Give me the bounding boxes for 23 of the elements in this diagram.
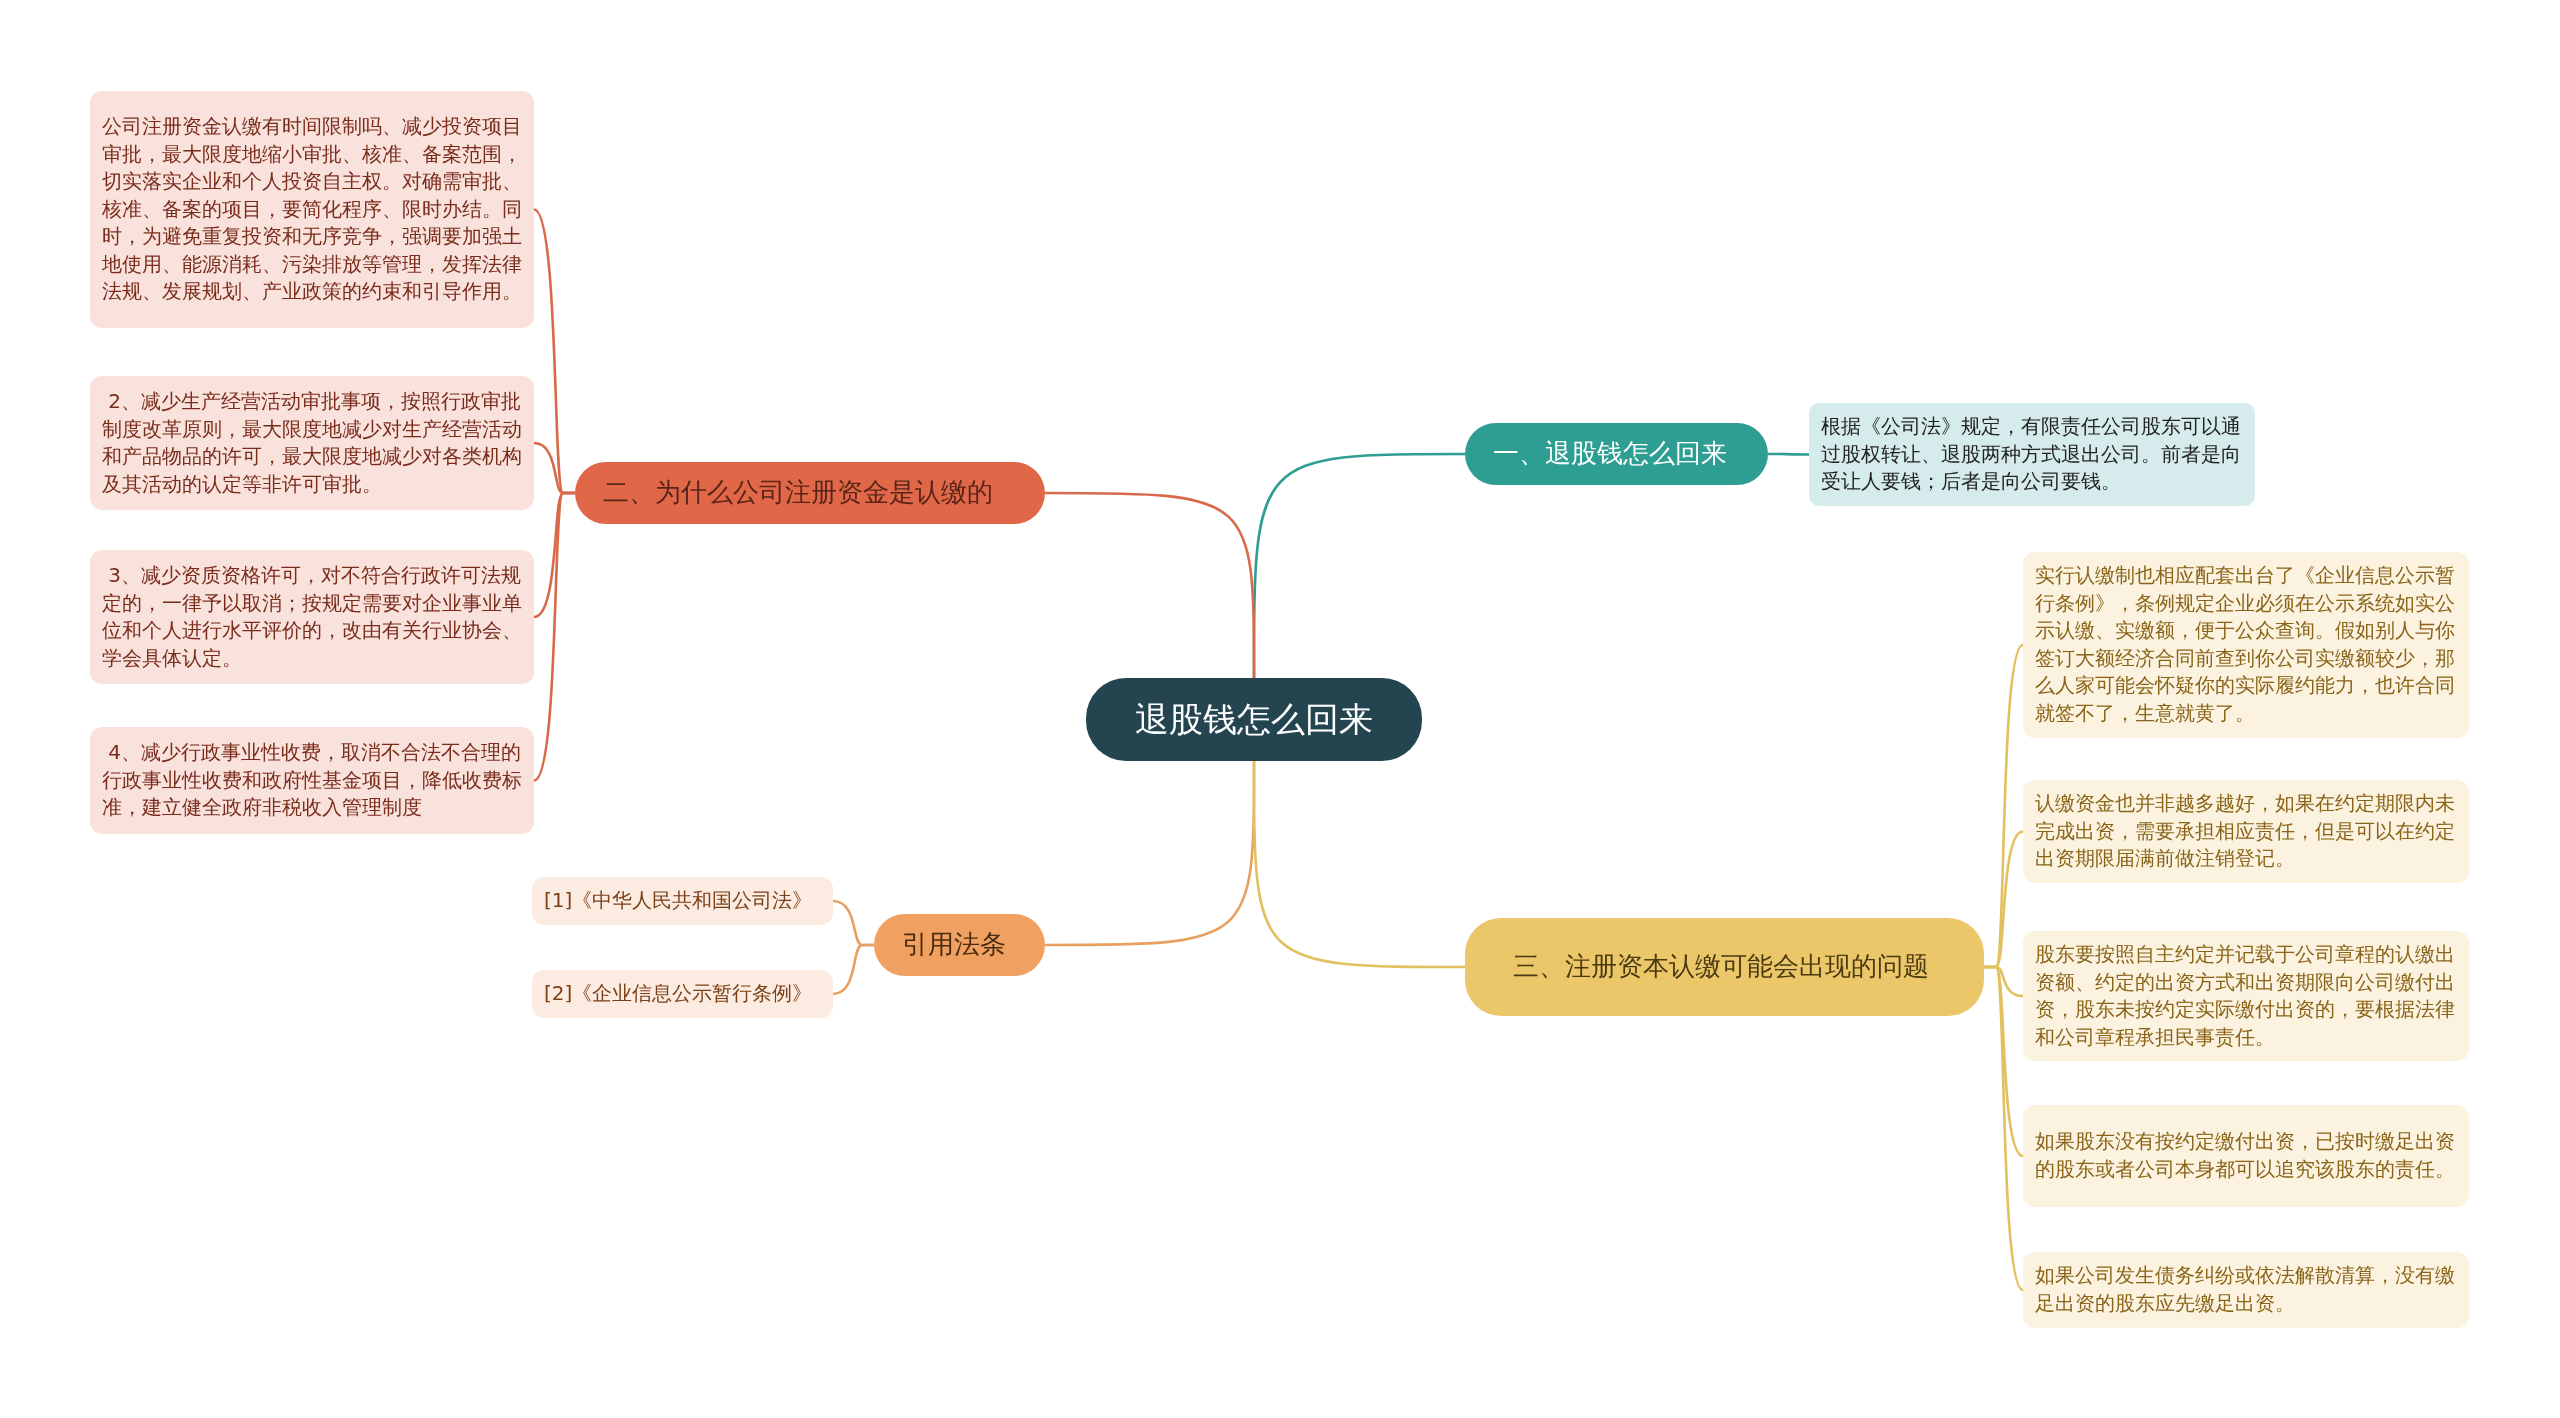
leaf-note: 认缴资金也并非越多越好，如果在约定期限内未完成出资，需要承担相应责任，但是可以在约定出资期限届满前做注销登记。 [2023,780,2469,883]
branch-topic: 三、注册资本认缴可能会出现的问题 [1465,918,1984,1016]
connector-line [1252,761,1465,969]
branch-topic: 引用法条 [874,914,1045,976]
branch-topic: 一、退股钱怎么回来 [1465,423,1768,485]
leaf-note: [2]《企业信息公示暂行条例》 [532,970,833,1018]
connector-line [832,943,874,996]
central-topic: 退股钱怎么回来 [1086,678,1422,761]
leaf-note: 公司注册资金认缴有时间限制吗、减少投资项目审批，最大限度地缩小审批、核准、备案范围，切实落实企业和个人投资自主权。对确需审批、核准、备案的项目，要简化程序、限时办结。同时，为避免重复投资和无序竞争，强调要加强土地使用、能源消耗、污染排放等管理，发挥法律法规、发展规划、产业政策的约束和引导作用。 [90,91,534,328]
leaf-note: [1]《中华人民共和国公司法》 [532,877,833,925]
leaf-note: 4、减少行政事业性收费，取消不合法不合理的行政事业性收费和政府性基金项目，降低收费标准，建立健全政府非税收入管理制度 [90,727,534,834]
leaf-note: 3、减少资质资格许可，对不符合行政许可法规定的，一律予以取消；按规定需要对企业事业单位和个人进行水平评价的，改由有关行业协会、学会具体认定。 [90,550,534,685]
leaf-note: 如果公司发生债务纠纷或依法解散清算，没有缴足出资的股东应先缴足出资。 [2023,1252,2469,1328]
leaf-note: 实行认缴制也相应配套出台了《企业信息公示暂行条例》，条例规定企业必须在公示系统如实公示认缴、实缴额，便于公众查询。假如别人与你签订大额经济合同前查到你公司实缴额较少，那么人家可能会怀疑你的实际履约能力，也许合同就签不了，生意就黄了。 [2023,552,2469,738]
branch-topic: 二、为什么公司注册资金是认缴的 [575,462,1045,524]
leaf-note: 如果股东没有按约定缴付出资，已按时缴足出资的股东或者公司本身都可以追究该股东的责任。 [2023,1105,2469,1207]
connector-line [1768,452,1809,456]
leaf-note: 根据《公司法》规定，有限责任公司股东可以通过股权转让、退股两种方式退出公司。前者是向受让人要钱；后者是向公司要钱。 [1809,403,2255,506]
leaf-note: 2、减少生产经营活动审批事项，按照行政审批制度改革原则，最大限度地减少对生产经营活动和产品物品的许可，最大限度地减少对各类机构及其活动的认定等非许可审批。 [90,376,534,511]
connector-line [1045,491,1256,678]
leaf-note: 股东要按照自主约定并记载于公司章程的认缴出资额、约定的出资方式和出资期限向公司缴付出资，股东未按约定实际缴付出资的，要根据法律和公司章程承担民事责任。 [2023,931,2469,1062]
connector-line [533,491,575,782]
connector-line [1984,965,2024,1291]
